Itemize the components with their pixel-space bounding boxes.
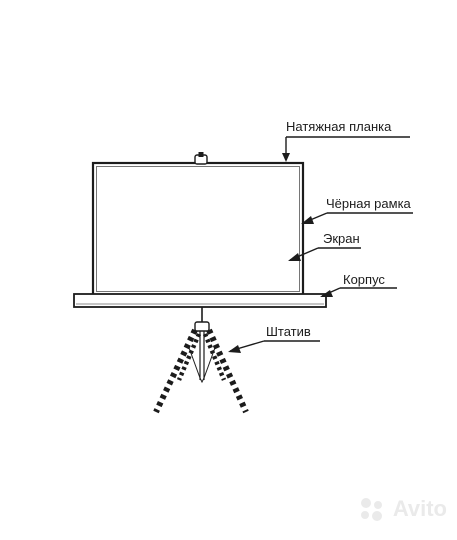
label-tension-bar: Натяжная планка: [286, 119, 392, 134]
label-black-frame: Чёрная рамка: [326, 196, 411, 211]
avito-watermark: Avito: [357, 496, 447, 522]
watermark-text: Avito: [392, 496, 447, 521]
tension-bar-hook-icon: [194, 152, 208, 165]
avito-dots-logo-icon: [360, 498, 382, 521]
tripod: [153, 307, 249, 414]
housing-bar: [73, 293, 327, 308]
label-housing: Корпус: [343, 272, 385, 287]
leader-lines: [228, 136, 413, 353]
label-screen: Экран: [323, 231, 360, 246]
label-tripod: Штатив: [266, 324, 311, 339]
screen-frame: [91, 161, 305, 297]
